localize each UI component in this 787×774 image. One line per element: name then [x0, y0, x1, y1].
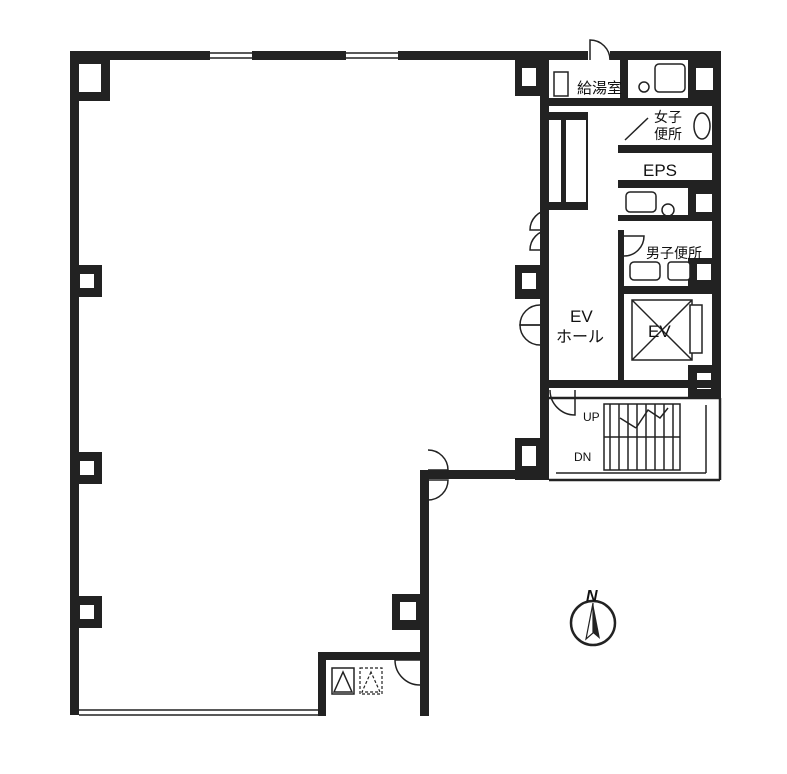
eps-label: EPS: [643, 161, 677, 180]
column: [515, 60, 549, 96]
column: [392, 594, 428, 630]
womens-toilet-label: 女子: [654, 109, 682, 125]
door: [529, 209, 550, 231]
column: [515, 265, 549, 299]
fixtures: [331, 63, 711, 695]
kitchenette-label: 給湯室: [577, 80, 622, 97]
ev-hall-label: EV: [570, 307, 593, 326]
mens-toilet-label: 男子便所: [646, 245, 702, 261]
column: [70, 51, 110, 101]
column: [70, 452, 102, 484]
compass: [569, 599, 617, 647]
door: [549, 389, 576, 416]
urinal-fixture: [667, 261, 691, 281]
door: [427, 479, 449, 501]
column: [70, 596, 102, 628]
doors: [394, 39, 645, 686]
column: [688, 60, 721, 98]
stair-up-label: UP: [583, 410, 600, 424]
columns: [70, 51, 721, 630]
door: [519, 304, 541, 326]
column: [70, 265, 102, 297]
column: [515, 438, 549, 480]
urinal-fixture: [629, 261, 661, 281]
labels: 給湯室 女子 便所 EPS 男子便所 EV ホール EV UP DN N: [556, 80, 702, 605]
door: [519, 324, 541, 346]
stair-down-label: DN: [574, 450, 591, 464]
door: [623, 235, 645, 257]
toilet-fixture: [625, 191, 657, 213]
stairs: [603, 403, 681, 471]
sink-fixture: [553, 71, 569, 97]
elevator-label: EV: [648, 322, 671, 341]
door: [427, 449, 449, 471]
ev-hall-label-line2: ホール: [556, 329, 604, 346]
core-walls: [318, 60, 721, 716]
washbasin-fixture: [693, 112, 711, 140]
door: [394, 659, 421, 686]
door: [589, 39, 611, 61]
toilet-fixture: [654, 63, 686, 93]
womens-toilet-label-line2: 便所: [654, 126, 682, 142]
compass-north-label: N: [586, 588, 598, 605]
